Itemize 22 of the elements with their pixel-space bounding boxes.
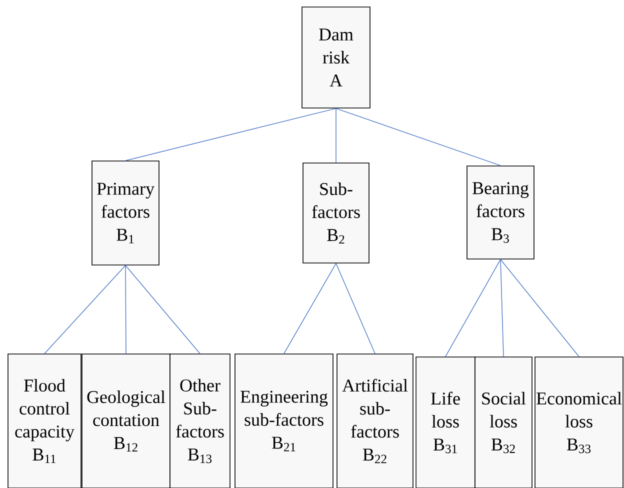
connector-line <box>336 108 501 166</box>
factor-box: Geological contation B$_{12}$ <box>82 354 170 488</box>
factor-box: Artificial sub-factors B$_{22}$ <box>336 354 414 488</box>
connector-line <box>125 265 200 354</box>
connector-line <box>500 259 580 357</box>
factor-box: Engineering sub-factors B$_{21}$ <box>234 354 334 488</box>
connector-line <box>44 265 126 354</box>
connector-line <box>125 108 336 161</box>
factor-box: Dam risk A <box>302 6 370 108</box>
connector-line <box>125 265 126 354</box>
connector-line <box>445 259 501 357</box>
factor-box: Life loss B$_{31}$ <box>416 356 476 488</box>
factor-box: Economical loss B$_{33}$ <box>534 356 624 488</box>
connector-line <box>500 259 504 357</box>
factor-box: Primary factors B$_{1}$ <box>92 160 160 266</box>
factor-box: Sub-factors B$_{2}$ <box>302 162 370 264</box>
connector-line <box>336 263 376 354</box>
connector-line <box>284 263 336 354</box>
factor-box: Bearing factors B$_{3}$ <box>466 166 534 260</box>
factor-box: Other Sub-factors B$_{13}$ <box>170 354 230 488</box>
factor-box: Social loss B$_{32}$ <box>474 356 532 488</box>
factor-box: Flood control capacity B$_{11}$ <box>8 354 82 488</box>
